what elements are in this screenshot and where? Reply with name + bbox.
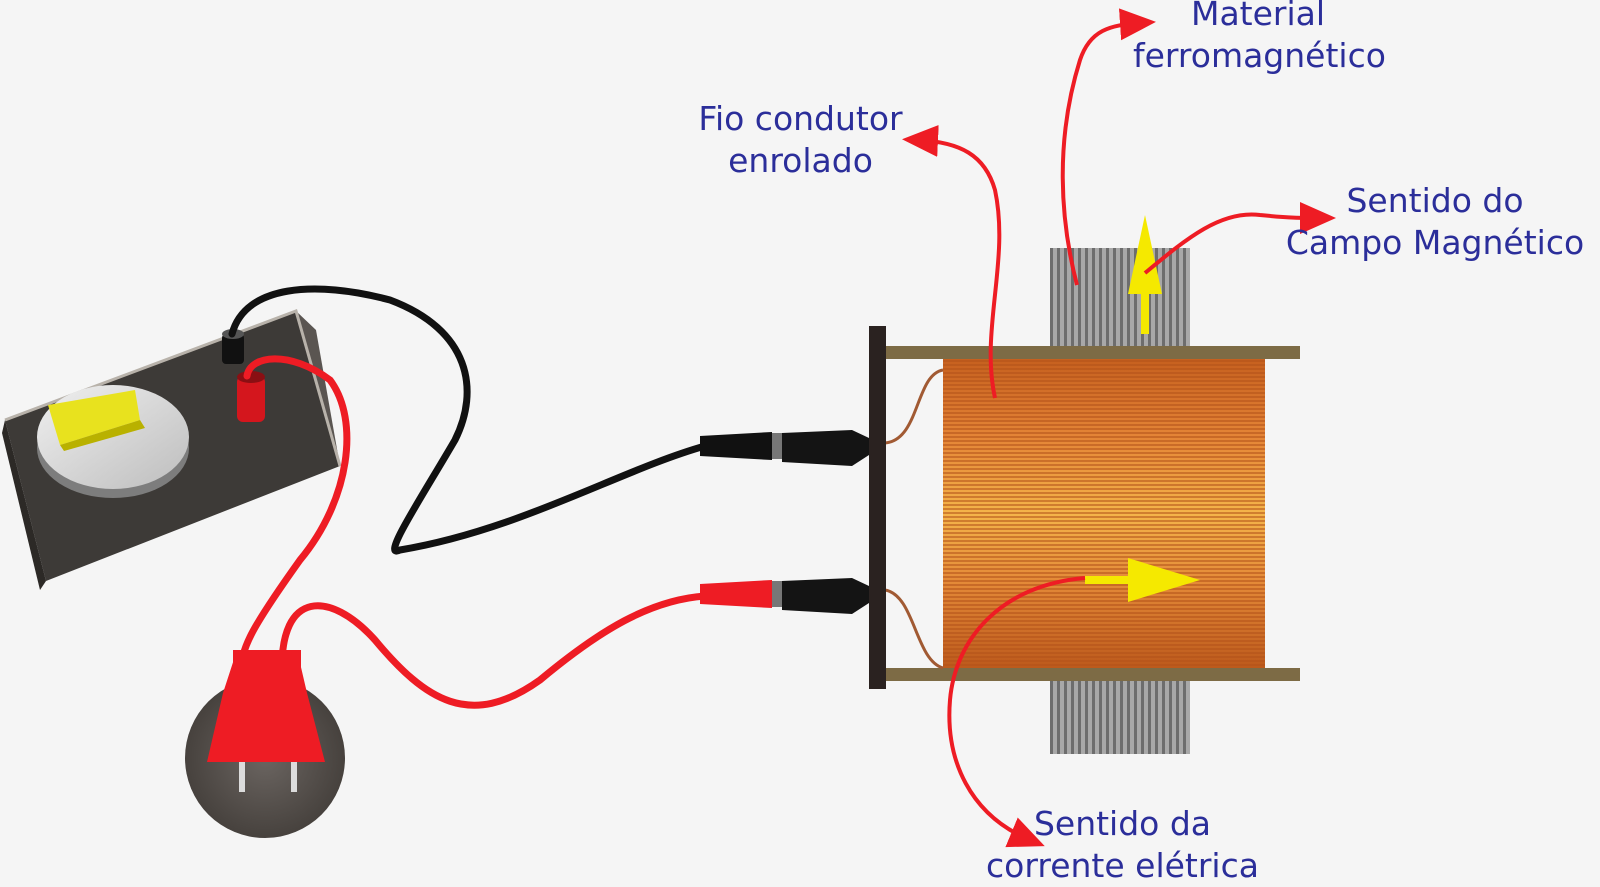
label-fio-line2: enrolado (728, 141, 873, 180)
label-sentido-corrente: Sentido da corrente elétrica (975, 803, 1270, 887)
coil-lead-top (884, 368, 944, 445)
switch-lever (48, 390, 140, 445)
pointer-arrow-fio (902, 124, 1002, 399)
red-connector (700, 578, 869, 614)
pointer-arrow-corrente (947, 576, 1086, 848)
copper-coil (943, 359, 1265, 668)
coil-lead-bottom (884, 588, 944, 670)
pointer-arrow-material (1060, 8, 1156, 286)
current-direction-arrow (1085, 558, 1200, 602)
red-terminal (237, 371, 265, 422)
label-material-line1: Material (1190, 0, 1326, 33)
black-wire (228, 285, 709, 555)
label-campo-line1: Sentido do (1346, 181, 1524, 220)
label-corrente-line1: Sentido da (1033, 804, 1212, 843)
red-wire-to-coil (278, 592, 709, 709)
power-plug (207, 650, 325, 792)
pointer-arrow-campo (1143, 201, 1336, 275)
rotary-switch (37, 385, 189, 498)
magnetic-field-arrow (1128, 215, 1162, 334)
label-material-line2: ferromagnético (1133, 36, 1386, 75)
label-campo-line2: Campo Magnético (1285, 223, 1585, 262)
label-fio-line1: Fio condutor (698, 99, 903, 138)
label-fio-condutor: Fio condutor enrolado (688, 98, 913, 182)
red-wire-from-box (238, 355, 351, 676)
label-material-ferromagnetico: Material ferromagnético (1133, 0, 1386, 77)
label-corrente-line2: corrente elétrica (986, 846, 1259, 885)
ferromagnetic-core (1050, 248, 1190, 754)
black-connector (700, 430, 869, 466)
terminal-board (869, 326, 886, 689)
label-sentido-campo: Sentido do Campo Magnético (1270, 180, 1600, 264)
